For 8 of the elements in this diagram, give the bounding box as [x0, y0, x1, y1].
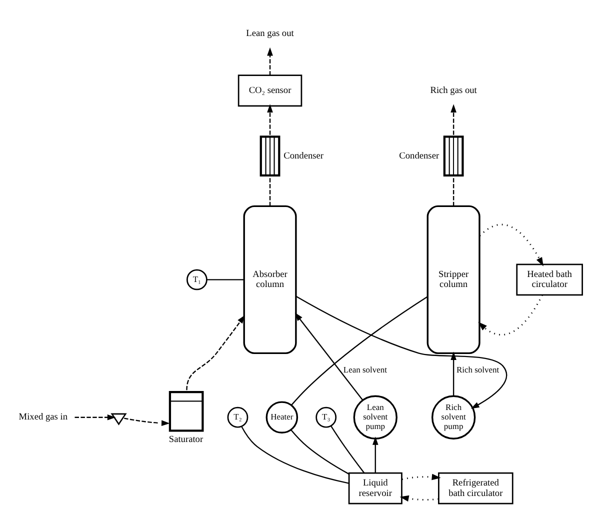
node-text: Lean gas out [246, 28, 294, 39]
edge-label: Rich solvent [456, 364, 500, 374]
node-label: Condenser [284, 150, 324, 161]
node-label: Condenser [399, 150, 440, 161]
node-text: Rich gas out [430, 86, 477, 96]
edge-label: Lean solvent [343, 364, 387, 374]
node-text: Mixed gas in [18, 412, 68, 422]
node-label: Saturator [168, 434, 204, 444]
